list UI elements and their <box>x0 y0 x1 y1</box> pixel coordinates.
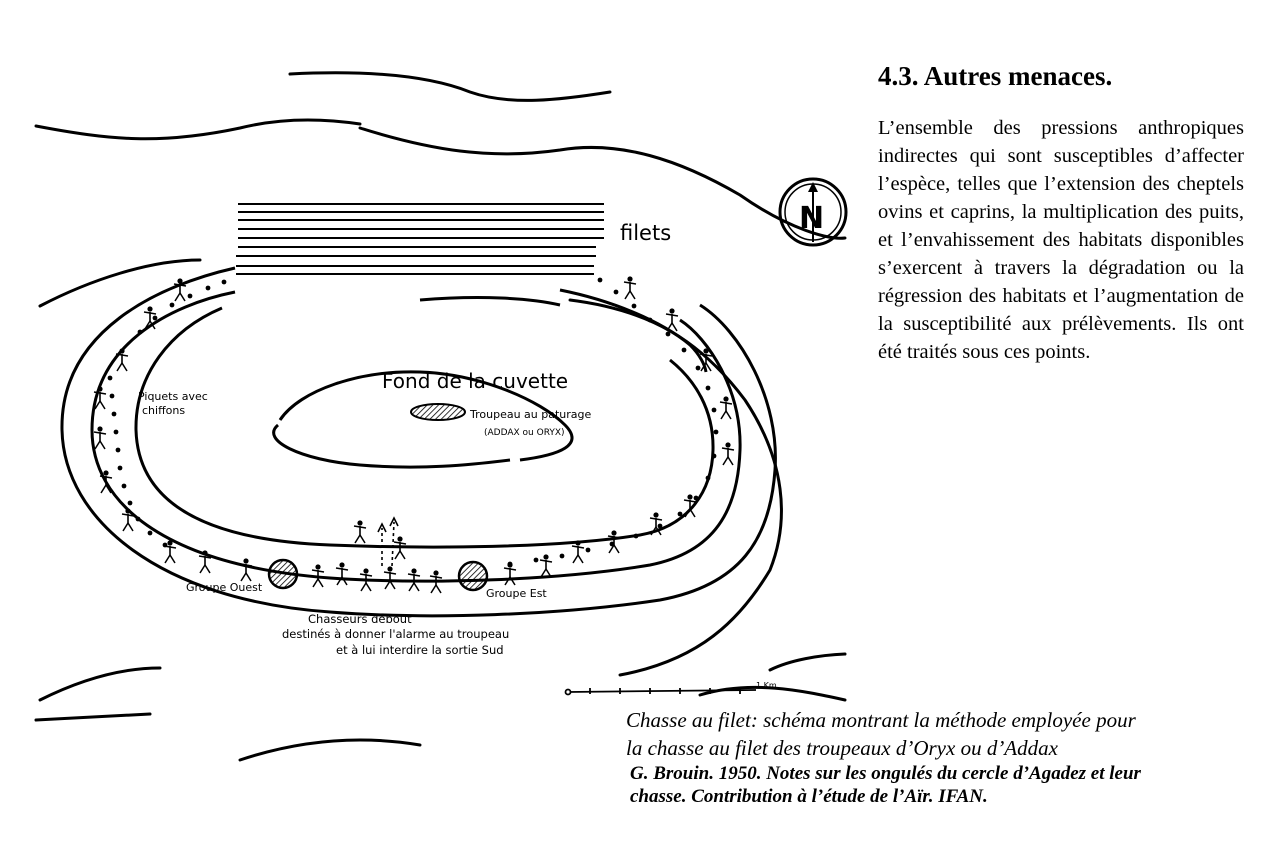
stakes-label-line1: Piquets avec <box>138 390 208 403</box>
basin-label: Fond de la cuvette <box>382 369 568 393</box>
east-group-label: Groupe Est <box>486 587 547 600</box>
nets-label: filets <box>620 221 671 245</box>
caption-source-line2: chasse. Contribution à l’étude de l’Aïr.… <box>630 786 988 807</box>
north-label: N <box>799 201 824 236</box>
west-group-marker <box>267 558 299 590</box>
east-group-marker <box>457 560 489 592</box>
stakes-label-line2: chiffons <box>142 404 185 417</box>
stakes-dots <box>107 277 719 567</box>
hunters-label-line3: et à lui interdire la sortie Sud <box>336 643 504 657</box>
hunter-figures <box>93 275 735 594</box>
caption-source-line1: G. Brouin. 1950. Notes sur les ongulés d… <box>630 763 1141 784</box>
herd-label-line1: Troupeau au paturage <box>469 408 592 421</box>
hunters-label-line1: Chasseurs debout <box>308 612 412 626</box>
caption-title: Chasse au filet: schéma montrant la méth… <box>626 706 1266 762</box>
caption-title-line1: Chasse au filet: schéma montrant la méth… <box>626 708 1136 732</box>
scale-bar <box>564 688 757 696</box>
north-arrow-icon <box>778 177 848 247</box>
caption-title-line2: la chasse au filet des troupeaux d’Oryx … <box>626 736 1058 760</box>
net-hunting-diagram: N filets Fond de la cuvette Troupeau au … <box>34 71 848 762</box>
west-group-label: Groupe Ouest <box>186 581 263 594</box>
basin-rings <box>60 266 777 618</box>
section-title: 4.3. Autres menaces. <box>878 61 1113 91</box>
nets <box>236 203 604 275</box>
caption-source: G. Brouin. 1950. Notes sur les ongulés d… <box>626 762 1266 808</box>
scale-label: 1 Km <box>756 681 777 690</box>
alarm-arrows <box>377 516 399 567</box>
section-paragraph: L’ensemble des pressions anthropiques in… <box>878 116 1244 363</box>
herd-label-line2: (ADDAX ou ORYX) <box>484 428 565 438</box>
figure-caption: Chasse au filet: schéma montrant la méth… <box>626 706 1266 808</box>
herd-marker <box>410 403 466 421</box>
hunters-label-line2: destinés à donner l'alarme au troupeau <box>282 627 509 641</box>
section-autres-menaces: 4.3. Autres menaces. L’ensemble des pres… <box>878 61 1244 366</box>
